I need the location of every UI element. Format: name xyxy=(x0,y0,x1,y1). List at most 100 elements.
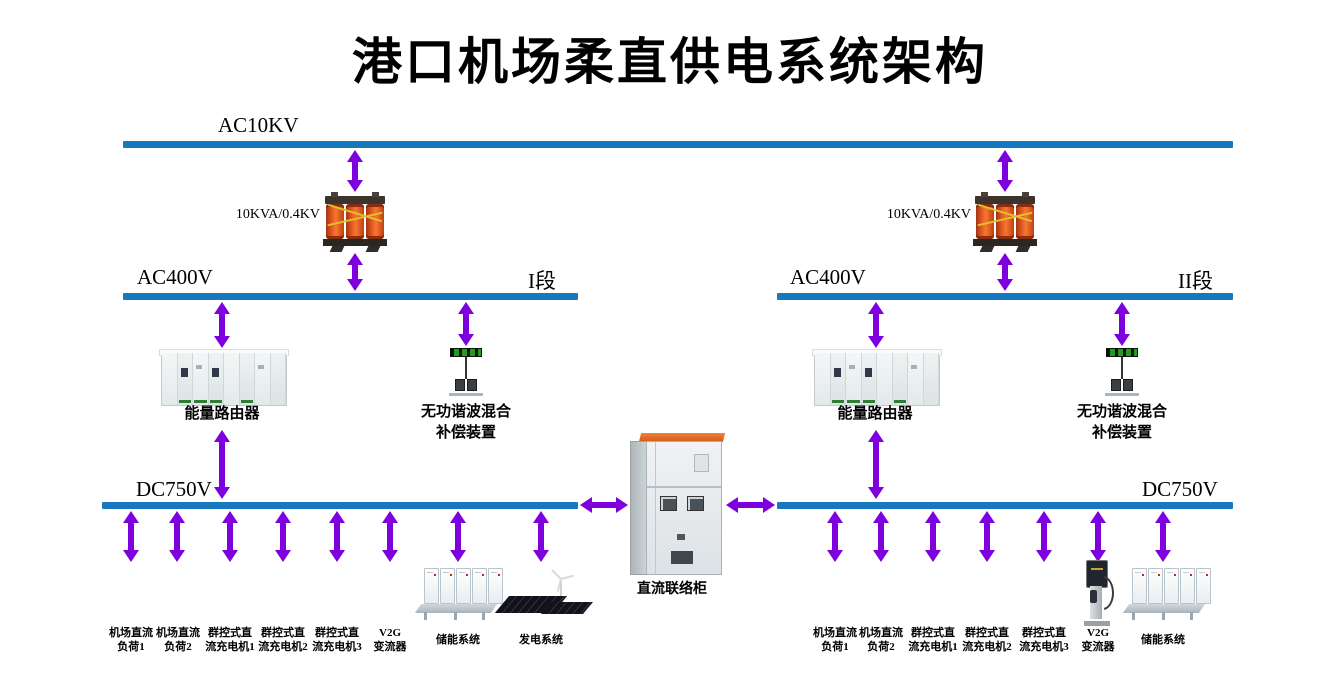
arrow-ac400v-to-comp-right xyxy=(1114,302,1130,346)
compensation-right-label: 无功谐波混合 补偿装置 xyxy=(1067,402,1177,444)
compensation-label-line2: 补偿装置 xyxy=(435,425,496,441)
comp-busbar xyxy=(1106,348,1138,357)
load-left-5-label: 群控式直流充电机3 xyxy=(312,627,362,653)
arrow-dc-right-load-6 xyxy=(1090,511,1106,562)
bus-ac400v-right xyxy=(777,293,1233,300)
arrow-dc-left-load-6 xyxy=(382,511,398,562)
transformer-foot xyxy=(365,246,381,252)
transformer-foot xyxy=(1015,246,1031,252)
load-right-3-label: 群控式直流充电机1 xyxy=(908,627,958,653)
energy-router-right-graphic xyxy=(812,349,942,406)
transformer-left-label: 10KVA/0.4KV xyxy=(235,207,320,222)
load-left-1-label: 机场直流负荷1 xyxy=(109,627,153,653)
arrow-dc-left-load-4 xyxy=(275,511,291,562)
arrow-router-right-to-dc750v xyxy=(868,430,884,499)
compensation-label-line1: 无功谐波混合 xyxy=(1076,404,1167,420)
cabinet-front xyxy=(646,441,722,575)
charger-base xyxy=(1084,621,1110,626)
load-right-5-label: 群控式直流充电机3 xyxy=(1019,627,1069,653)
generation-system-graphic xyxy=(494,569,594,622)
storage-cabinets xyxy=(1132,568,1211,604)
bus-dc750v-left xyxy=(102,502,578,509)
load-right-1-label: 机场直流负荷1 xyxy=(813,627,857,653)
arrow-dc750v-left-to-tie-cabinet xyxy=(580,497,628,513)
compensation-label-line2: 补偿装置 xyxy=(1091,425,1152,441)
dc-tie-cabinet-graphic xyxy=(630,433,726,575)
storage-system-left-graphic xyxy=(414,566,503,622)
arrow-transformer-left-to-ac400v xyxy=(347,253,363,291)
energy-router-left-graphic xyxy=(159,349,289,406)
energy-router-left-label: 能量路由器 xyxy=(184,406,260,422)
dc-tie-cabinet-label: 直流联络柜 xyxy=(637,582,707,597)
arrow-router-left-to-dc750v xyxy=(214,430,230,499)
section-1-label: I段 xyxy=(528,269,556,293)
comp-stem xyxy=(465,357,467,379)
arrow-ac10kv-to-transformer-left xyxy=(347,150,363,192)
comp-units xyxy=(455,379,477,391)
energy-router-right-label: 能量路由器 xyxy=(837,406,913,422)
arrow-tie-cabinet-to-dc750v-right xyxy=(726,497,775,513)
page-title: 港口机场柔直供电系统架构 xyxy=(352,34,988,90)
transformer-frame-bottom xyxy=(973,239,1037,246)
transformer-foot xyxy=(329,246,345,252)
load-left-7-label: 储能系统 xyxy=(436,634,480,646)
solar-panel xyxy=(540,602,594,614)
storage-cabinets xyxy=(424,568,503,604)
arrow-dc-left-load-8 xyxy=(533,511,549,562)
compensation-left-graphic xyxy=(446,348,486,403)
arrow-dc-right-load-7 xyxy=(1155,511,1171,562)
arrow-ac400v-to-router-right xyxy=(868,302,884,348)
comp-stem xyxy=(1121,357,1123,379)
load-left-8-label: 发电系统 xyxy=(519,634,563,646)
v2g-charger-graphic xyxy=(1082,560,1114,626)
load-right-2-label: 机场直流负荷2 xyxy=(859,627,903,653)
compensation-left-label: 无功谐波混合 补偿装置 xyxy=(411,402,521,444)
section-2-label: II段 xyxy=(1178,269,1213,293)
transformer-left-graphic xyxy=(323,192,387,252)
arrow-ac400v-to-comp-left xyxy=(458,302,474,346)
bus-ac10kv-label: AC10KV xyxy=(218,113,299,137)
arrow-dc-left-load-5 xyxy=(329,511,345,562)
compensation-right-graphic xyxy=(1102,348,1142,403)
load-right-7-label: 储能系统 xyxy=(1141,634,1185,646)
storage-system-right-graphic xyxy=(1122,566,1211,622)
load-left-4-label: 群控式直流充电机2 xyxy=(258,627,308,653)
transformer-frame-bottom xyxy=(323,239,387,246)
comp-base xyxy=(1105,393,1139,396)
arrow-dc-right-load-4 xyxy=(979,511,995,562)
arrow-dc-right-load-5 xyxy=(1036,511,1052,562)
transformer-right-label: 10KVA/0.4KV xyxy=(886,207,971,222)
arrow-dc-left-load-1 xyxy=(123,511,139,562)
arrow-dc-right-load-2 xyxy=(873,511,889,562)
arrow-dc-left-load-2 xyxy=(169,511,185,562)
comp-units xyxy=(1111,379,1133,391)
arrow-dc-left-load-7 xyxy=(450,511,466,562)
wind-turbine-blade xyxy=(560,574,574,580)
bus-ac400v-left-label: AC400V xyxy=(137,265,213,289)
arrow-dc-left-load-3 xyxy=(222,511,238,562)
bus-dc750v-left-label: DC750V xyxy=(136,477,212,501)
arrow-dc-right-load-1 xyxy=(827,511,843,562)
arrow-dc-right-load-3 xyxy=(925,511,941,562)
bus-ac10kv xyxy=(123,141,1233,148)
transformer-foot xyxy=(979,246,995,252)
transformer-frame-top xyxy=(975,192,1035,204)
charger-gun xyxy=(1090,590,1097,603)
wind-turbine-pole xyxy=(560,578,562,602)
arrow-ac400v-to-router-left xyxy=(214,302,230,348)
load-right-4-label: 群控式直流充电机2 xyxy=(962,627,1012,653)
load-left-2-label: 机场直流负荷2 xyxy=(156,627,200,653)
compensation-label-line1: 无功谐波混合 xyxy=(420,404,511,420)
bus-dc750v-right-label: DC750V xyxy=(1142,477,1218,501)
arrow-ac10kv-to-transformer-right xyxy=(997,150,1013,192)
transformer-frame-top xyxy=(325,192,385,204)
arrow-transformer-right-to-ac400v xyxy=(997,253,1013,291)
bus-dc750v-right xyxy=(777,502,1233,509)
bus-ac400v-left xyxy=(123,293,578,300)
transformer-right-graphic xyxy=(973,192,1037,252)
load-left-3-label: 群控式直流充电机1 xyxy=(205,627,255,653)
comp-base xyxy=(449,393,483,396)
